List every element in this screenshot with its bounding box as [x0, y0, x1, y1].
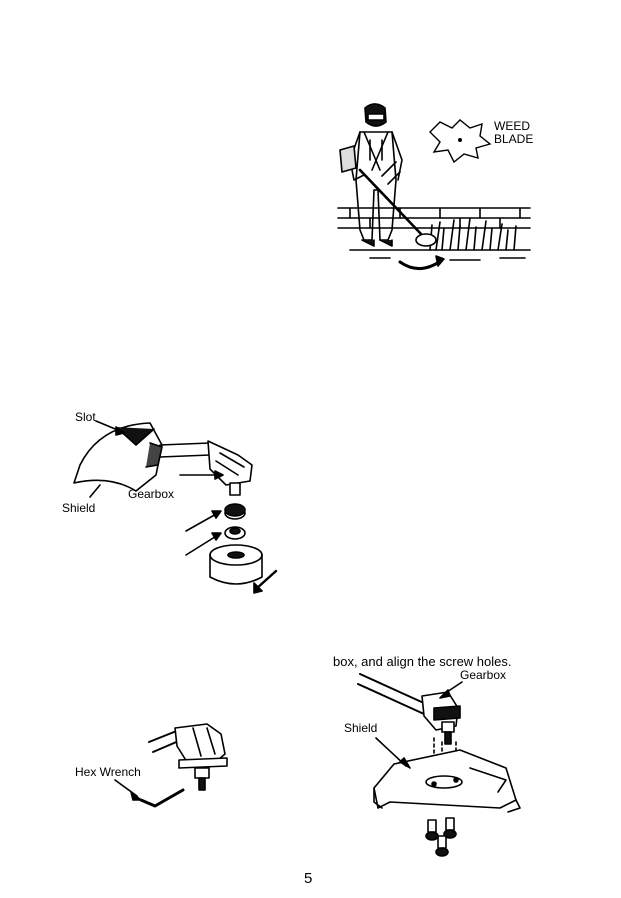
gearbox-label-2: Gearbox [460, 668, 506, 682]
weed-blade-figure: WEED BLADE [330, 100, 545, 280]
slot-label: Slot [75, 410, 96, 424]
trimmer-head-exploded-illustration [60, 405, 300, 605]
caption-fragment: box, and align the screw holes. [333, 654, 512, 669]
trimmer-head-assembly-figure: Slot Shield Gearbox [60, 405, 300, 605]
shield-label: Shield [62, 501, 95, 515]
blade-label: BLADE [494, 133, 533, 146]
shield-install-illustration [330, 668, 530, 863]
hex-wrench-label: Hex Wrench [75, 765, 141, 779]
page-number: 5 [304, 870, 312, 887]
shield-label-2: Shield [344, 721, 377, 735]
gearbox-label: Gearbox [128, 487, 174, 501]
hex-wrench-figure: Hex Wrench [75, 720, 245, 820]
shield-install-figure: Gearbox Shield [330, 668, 530, 868]
